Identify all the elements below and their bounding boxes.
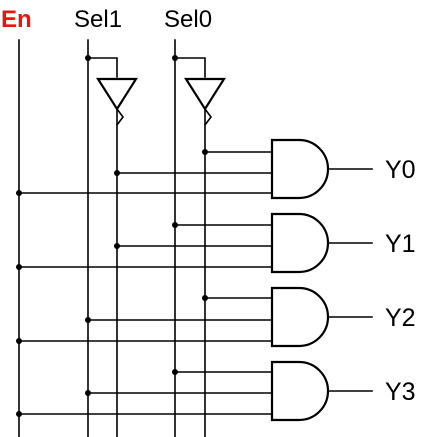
junction-dot: [172, 369, 178, 375]
junction-dot: [114, 243, 120, 249]
input-label-enable: En: [1, 6, 32, 33]
junction-dot: [16, 338, 22, 344]
junction-dot: [16, 190, 22, 196]
inverter-sel1-bubble: [115, 107, 124, 127]
inverter-sel0-bubble: [203, 107, 212, 127]
and-gate-y0: [16, 138, 373, 200]
junction-dot: [202, 295, 208, 301]
and-gate-y2-body: [270, 286, 330, 348]
output-label-y2: Y2: [385, 304, 416, 332]
input-label-sel1: Sel1: [74, 6, 122, 33]
input-label-sel0: Sel0: [164, 6, 212, 33]
output-label-y0: Y0: [385, 156, 416, 184]
junction-dot: [202, 149, 208, 155]
inverter-sel1-triangle: [96, 77, 138, 112]
and-gate-y0-body: [270, 138, 330, 200]
inverter-sel0-triangle: [184, 77, 226, 112]
inverter-sel0: [172, 55, 226, 127]
and-gate-y1-body: [270, 212, 330, 274]
output-label-y3: Y3: [385, 378, 416, 406]
junction-dot: [85, 55, 91, 61]
and-gate-y3: [16, 360, 373, 422]
junction-dot: [114, 170, 120, 176]
inverter-sel1: [85, 55, 138, 127]
output-label-y1: Y1: [385, 230, 416, 258]
junction-dot: [16, 264, 22, 270]
junction-dot: [172, 222, 178, 228]
and-gate-y1: [16, 212, 373, 274]
and-gate-y2: [16, 286, 373, 348]
junction-dot: [85, 390, 91, 396]
inverter-sel1-feed: [87, 57, 118, 78]
junction-dot: [172, 55, 178, 61]
junction-dot: [16, 411, 22, 417]
junction-dot: [85, 317, 91, 323]
and-gate-y3-body: [270, 360, 330, 422]
inverter-sel0-feed: [174, 57, 206, 78]
